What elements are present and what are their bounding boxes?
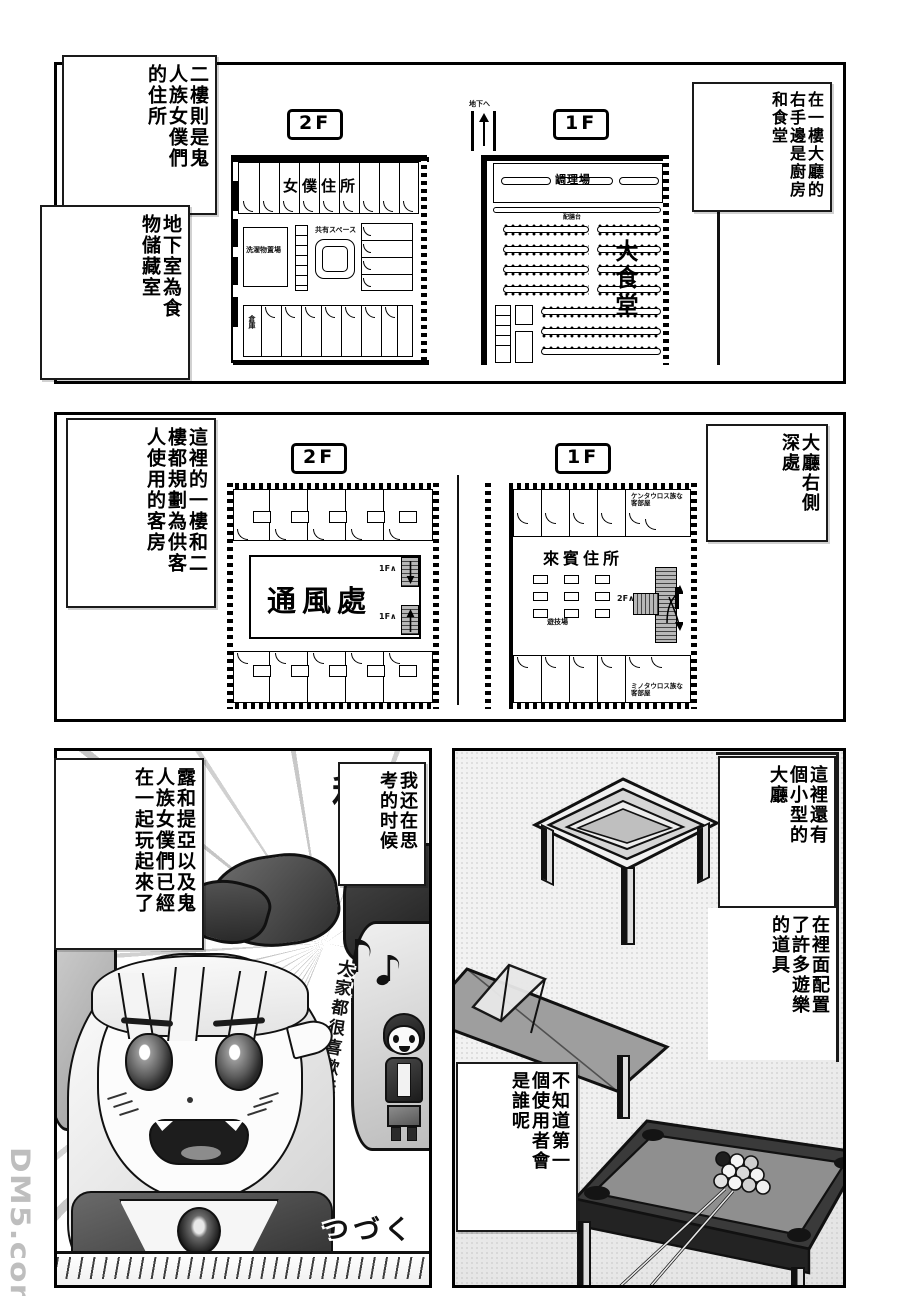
chibi-skirt [387,1105,421,1127]
fang-right [225,1121,243,1131]
floorplan-1f-guest-quarters: 1F ケンタウロス族な客部屋 [477,421,707,717]
caption-line: 在一樓大廳的 [805,91,824,199]
caption-playing-together: 露和提亞以及鬼 人族女僕們已經 在一起玩起來了 [54,758,204,950]
caption-line: 個小型的 [787,765,808,845]
caption-line: 這裡的一樓和二 [186,427,208,574]
chibi-shirt [397,1063,411,1097]
floorplan-label-guest-quarters: 來賓住所 [543,549,624,568]
nose [187,1097,193,1103]
caption-line: 露和提亞以及鬼 [174,767,196,914]
floorplan-room-label-serving: 配膳台 [563,214,582,221]
caption-many-game-equipment: 在裡面配置 了許多遊樂 的道具 [708,908,836,1060]
mouth [149,1119,249,1165]
floorplan-2f-maid-quarters: 2F [217,75,437,375]
floorplan-1f-kitchen-dining: 1F 地下へ 調理場 [457,75,697,375]
floorplan-room-label-laundry: 洗濯物置場 [246,246,281,254]
caption-first-floor-kitchen-dining: 在一樓大廳的 右手邊是廚房 和食堂 [692,82,832,212]
to-be-continued-text: つづく [322,1215,415,1246]
stair-marker-1f-upper: 1F∧ [379,564,397,573]
floorplan-room-label-amusement: 遊技場 [547,618,568,626]
caption-line: 的道具 [769,915,790,975]
eye-right [215,1033,263,1091]
floor-badge-2f-guest: 2F [291,443,348,474]
caption-while-thinking: 我还在思 考的时候 [338,762,426,886]
stair-marker-2f: 2F∧ [617,594,635,603]
caption-line: 這裡還有 [807,765,828,845]
caption-line: 人使用的客房 [144,427,166,553]
caption-hall-right-side-depths: 大廳右側 深處 [706,424,828,542]
caption-line: 人族女僕們已經 [153,767,175,914]
floorplan-room-label-common-space: 共有スペース [315,226,357,234]
billiards-table [573,1117,843,1285]
caption-line: 大廳 [767,765,788,805]
caption-line: 二樓則是鬼 [187,64,209,169]
caption-line: 大廳右側 [799,433,820,513]
floorplan-room-label-storage: 倉庫 [248,315,256,329]
caption-line: 樓都規劃為供客 [165,427,187,574]
music-note-small-icon [376,955,400,986]
floorplan-label-ventilation: 通風處 [267,584,373,618]
caption-line: 和食堂 [769,91,788,145]
floorplan-room-label-centaur: ケンタウロス族な客部屋 [631,492,683,508]
caption-line: 人族女僕們 [166,64,188,169]
caption-line: 深處 [779,433,800,473]
floor-hatching [57,1257,429,1279]
caption-line: 右手邊是廚房 [787,91,806,199]
brooch [177,1207,221,1255]
caption-line: 個使用者會 [529,1071,550,1171]
ping-pong-leg-right [617,1055,630,1119]
floorplan-room-label-minotaur: ミノタウロス族な客部屋 [631,682,683,698]
mahjong-table-leg-front [621,867,635,945]
caption-line: 考的时候 [377,771,398,851]
billiards-leg-right [791,1267,805,1285]
stair-direction-arrow-icon [666,585,683,631]
mahjong-table-leg-left [541,823,554,887]
game-table-grid [533,575,610,618]
stair-marker-1f-lower: 1F∧ [379,612,397,621]
mahjong-table-leg-right [697,821,710,885]
floorplan-2f-ventilation: 2F [217,421,447,717]
chibi-character [373,1013,429,1143]
caption-second-floor-demon-maids: 二樓則是鬼 人族女僕們 的住所 [62,55,217,215]
eye-left [125,1033,173,1091]
stair-arrow-icon [479,113,489,146]
caption-basement-food-storage: 地下室為食 物儲藏室 [40,205,190,380]
chibi-mouth [399,1046,410,1052]
fang-left [155,1121,173,1131]
site-watermark: DM5.com [4,1146,35,1296]
caption-line: 我还在思 [397,771,418,851]
caption-line: 物儲藏室 [139,214,161,298]
floorplan-label-dining-hall: 大食堂 [611,239,637,320]
stair-down-arrow-icon [406,561,415,584]
caption-bracket-top [716,752,838,755]
caption-who-is-first-user: 不知道第一 個使用者會 是誰呢 [456,1062,578,1232]
caption-line: 不知道第一 [549,1071,570,1171]
chibi-eye-left [393,1035,399,1043]
floorplan-room-label-kitchen: 調理場 [555,173,591,186]
chibi-leg-left [391,1127,401,1141]
floor-badge-2f: 2F [287,109,344,140]
caption-line: 在裡面配置 [809,915,830,1015]
mahjong-table [531,775,721,955]
chibi-eye-right [409,1035,415,1043]
billiards-leg-left [577,1221,591,1285]
caption-line: 了許多遊樂 [789,915,810,1015]
main-character-elf-girl [63,947,345,1285]
caption-line: 地下室為食 [160,214,182,319]
floor-badge-1f: 1F [553,109,610,140]
caption-line: 是誰呢 [509,1071,530,1131]
caption-line: 在一起玩起來了 [132,767,154,914]
caption-guest-rooms: 這裡的一樓和二 樓都規劃為供客 人使用的客房 [66,418,216,608]
caption-bracket-right [836,752,839,1062]
chibi-face [387,1025,421,1055]
caption-small-hall: 這裡還有 個小型的 大廳 [718,756,836,908]
music-note-icon [341,939,371,978]
floor-badge-1f-guest: 1F [555,443,612,474]
chibi-leg-right [407,1127,417,1141]
stair-marker-basement: 地下へ [469,100,490,108]
caption-line: 的住所 [145,64,167,127]
floorplan-label-maid-quarters: 女僕住所 [283,177,360,195]
tongue [181,1146,221,1160]
stair-up-arrow-icon [406,609,415,632]
